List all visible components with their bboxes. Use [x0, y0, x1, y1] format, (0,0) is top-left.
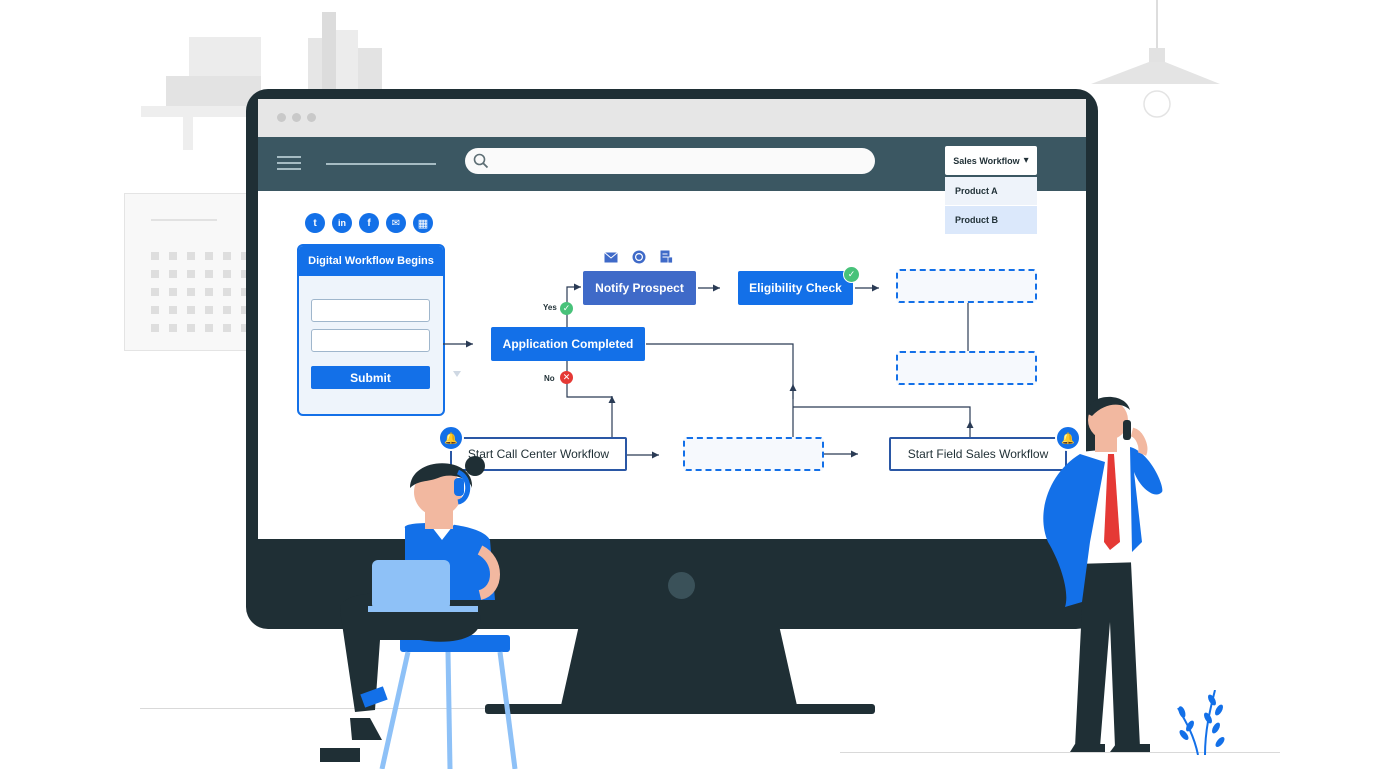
man-illustration [1043, 396, 1163, 752]
calendar-day [205, 270, 213, 278]
calendar-day [187, 324, 195, 332]
wall-shelf [141, 106, 296, 117]
window-dot[interactable] [277, 113, 286, 122]
calendar-day [187, 270, 195, 278]
window-chrome [258, 99, 1086, 137]
shelf-box [166, 76, 261, 106]
calendar-day [241, 252, 249, 260]
form-input[interactable] [311, 299, 430, 322]
floor-line [840, 752, 1280, 753]
calendar-day [223, 252, 231, 260]
calendar-day [151, 252, 159, 260]
wall-calendar [124, 193, 266, 351]
cross-icon: ✕ [560, 371, 573, 384]
yes-label: Yes [543, 303, 557, 312]
dropdown-option-label: Product A [955, 186, 998, 196]
whatsapp-icon [632, 250, 646, 264]
window-dot[interactable] [307, 113, 316, 122]
twitter-icon[interactable]: t [305, 213, 325, 233]
calendar-day [151, 270, 159, 278]
calendar-day [223, 270, 231, 278]
form-input[interactable] [311, 329, 430, 352]
monitor-power-button [668, 572, 695, 599]
shelf-box [189, 37, 261, 76]
workflow-select-label: Sales Workflow [953, 155, 1020, 166]
monitor-screen: Sales Workflow ▾ Product A Product B t i… [258, 99, 1086, 539]
calendar-day [187, 252, 195, 260]
calendar-day [205, 288, 213, 296]
eligibility-check-node[interactable]: Eligibility Check [738, 271, 853, 305]
shelf-book [322, 12, 336, 90]
calendar-day [205, 324, 213, 332]
app-title-placeholder [326, 163, 436, 165]
chevron-down-icon: ▾ [1023, 155, 1029, 166]
placeholder-step[interactable] [896, 269, 1037, 303]
check-icon: ✓ [560, 302, 573, 315]
menu-icon[interactable] [277, 156, 301, 172]
calendar-day [151, 324, 159, 332]
document-icon [660, 250, 673, 264]
plant-illustration [1177, 690, 1225, 755]
dropdown-option-product-a[interactable]: Product A [945, 177, 1037, 205]
application-completed-node[interactable]: Application Completed [491, 327, 645, 361]
check-icon: ✓ [843, 266, 860, 283]
woman-illustration [320, 456, 518, 769]
submit-button[interactable]: Submit [311, 366, 430, 389]
calendar-day [187, 288, 195, 296]
calendar-day [241, 324, 249, 332]
calendar-day [169, 324, 177, 332]
monitor-stand-base [485, 704, 875, 714]
calendar-day [223, 324, 231, 332]
form-title: Digital Workflow Begins [299, 246, 443, 276]
calendar-day [223, 288, 231, 296]
dropdown-option-label: Product B [955, 215, 999, 225]
shelf-book [336, 30, 358, 90]
calendar-day [169, 306, 177, 314]
facebook-icon[interactable]: f [359, 213, 379, 233]
calendar-day [241, 288, 249, 296]
calendar-day [241, 306, 249, 314]
calendar-day [169, 270, 177, 278]
calendar-day [205, 306, 213, 314]
search-icon [473, 153, 489, 169]
placeholder-step[interactable] [896, 351, 1037, 385]
pendant-lamp [1091, 0, 1220, 118]
calendar-day [151, 306, 159, 314]
linkedin-icon[interactable]: in [332, 213, 352, 233]
dropdown-option-product-b[interactable]: Product B [945, 206, 1037, 234]
floor-line [140, 708, 640, 709]
workflow-connectors [443, 283, 974, 459]
no-label: No [544, 374, 555, 383]
workflow-form-card: Digital Workflow Begins Submit [297, 244, 445, 416]
calendar-day [169, 288, 177, 296]
calendar-day [205, 252, 213, 260]
email-icon [604, 252, 618, 263]
notify-prospect-node[interactable]: Notify Prospect [583, 271, 696, 305]
calendar-day [241, 270, 249, 278]
calendar-day [169, 252, 177, 260]
calendar-day [187, 306, 195, 314]
field-sales-workflow-node[interactable]: Start Field Sales Workflow [889, 437, 1067, 471]
monitor-stand [560, 625, 798, 710]
workflow-select[interactable]: Sales Workflow ▾ [945, 146, 1037, 175]
window-dot[interactable] [292, 113, 301, 122]
email-icon[interactable]: ✉ [386, 213, 406, 233]
placeholder-step[interactable] [683, 437, 824, 471]
calendar-day [223, 306, 231, 314]
bell-icon[interactable]: 🔔 [438, 425, 464, 451]
calendar-icon[interactable]: ▦ [413, 213, 433, 233]
search-input[interactable] [465, 148, 875, 174]
shelf-bracket [183, 117, 193, 150]
calendar-day [151, 288, 159, 296]
bell-icon[interactable]: 🔔 [1055, 425, 1081, 451]
shelf-book [358, 48, 382, 90]
